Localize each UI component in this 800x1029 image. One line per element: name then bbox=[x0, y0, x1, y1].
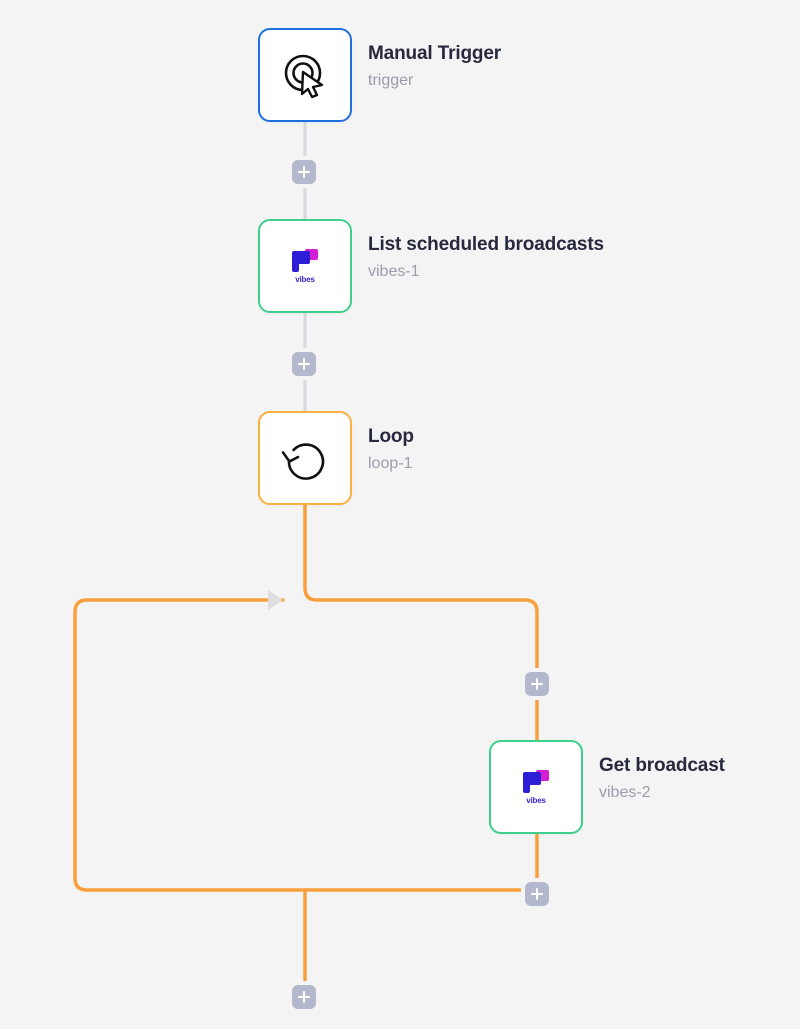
add-node-button-after-get-broadcast[interactable] bbox=[525, 882, 549, 906]
node-loop-box[interactable] bbox=[258, 411, 352, 505]
node-manual-trigger-box[interactable] bbox=[258, 28, 352, 122]
node-subtitle: trigger bbox=[368, 71, 414, 89]
node-manual-trigger-labels: Manual Trigger trigger bbox=[368, 28, 501, 90]
node-title: List scheduled broadcasts bbox=[368, 234, 604, 255]
node-subtitle: loop-1 bbox=[368, 454, 413, 472]
add-node-button-before-get-broadcast[interactable] bbox=[525, 672, 549, 696]
edge-get-broadcast-return bbox=[73, 598, 539, 892]
node-get-broadcast-labels: Get broadcast vibes-2 bbox=[599, 740, 725, 802]
loop-circular-arrow-icon bbox=[281, 443, 325, 480]
node-title: Loop bbox=[368, 426, 414, 447]
node-list-scheduled-broadcasts-labels: List scheduled broadcasts vibes-1 bbox=[368, 219, 604, 281]
node-manual-trigger[interactable]: Manual Trigger trigger bbox=[258, 28, 501, 122]
add-node-button-after-list-broadcasts[interactable] bbox=[292, 352, 316, 376]
cursor-click-icon bbox=[284, 54, 324, 99]
node-title: Get broadcast bbox=[599, 755, 725, 776]
vibes-wordmark: vibes bbox=[526, 796, 546, 805]
vibes-wordmark: vibes bbox=[295, 275, 315, 284]
add-node-button-after-manual-trigger[interactable] bbox=[292, 160, 316, 184]
node-list-scheduled-broadcasts[interactable]: vibes List scheduled broadcasts vibes-1 bbox=[258, 219, 604, 313]
vibes-icon: vibes bbox=[281, 242, 329, 290]
node-loop-labels: Loop loop-1 bbox=[368, 411, 414, 473]
node-title: Manual Trigger bbox=[368, 43, 502, 64]
node-subtitle: vibes-1 bbox=[368, 262, 420, 280]
node-list-scheduled-broadcasts-box[interactable]: vibes bbox=[258, 219, 352, 313]
node-get-broadcast-box[interactable]: vibes bbox=[489, 740, 583, 834]
add-node-button-after-loop[interactable] bbox=[292, 985, 316, 1009]
node-subtitle: vibes-2 bbox=[599, 783, 651, 801]
edge-loop-to-get-broadcast bbox=[303, 503, 539, 742]
vibes-flag-mark-icon bbox=[523, 770, 549, 793]
vibes-icon: vibes bbox=[512, 763, 560, 811]
loop-entry-arrow-icon bbox=[268, 590, 283, 610]
vibes-flag-mark-icon bbox=[292, 249, 318, 272]
node-loop[interactable]: Loop loop-1 bbox=[258, 411, 414, 505]
node-get-broadcast[interactable]: vibes Get broadcast vibes-2 bbox=[489, 740, 725, 834]
